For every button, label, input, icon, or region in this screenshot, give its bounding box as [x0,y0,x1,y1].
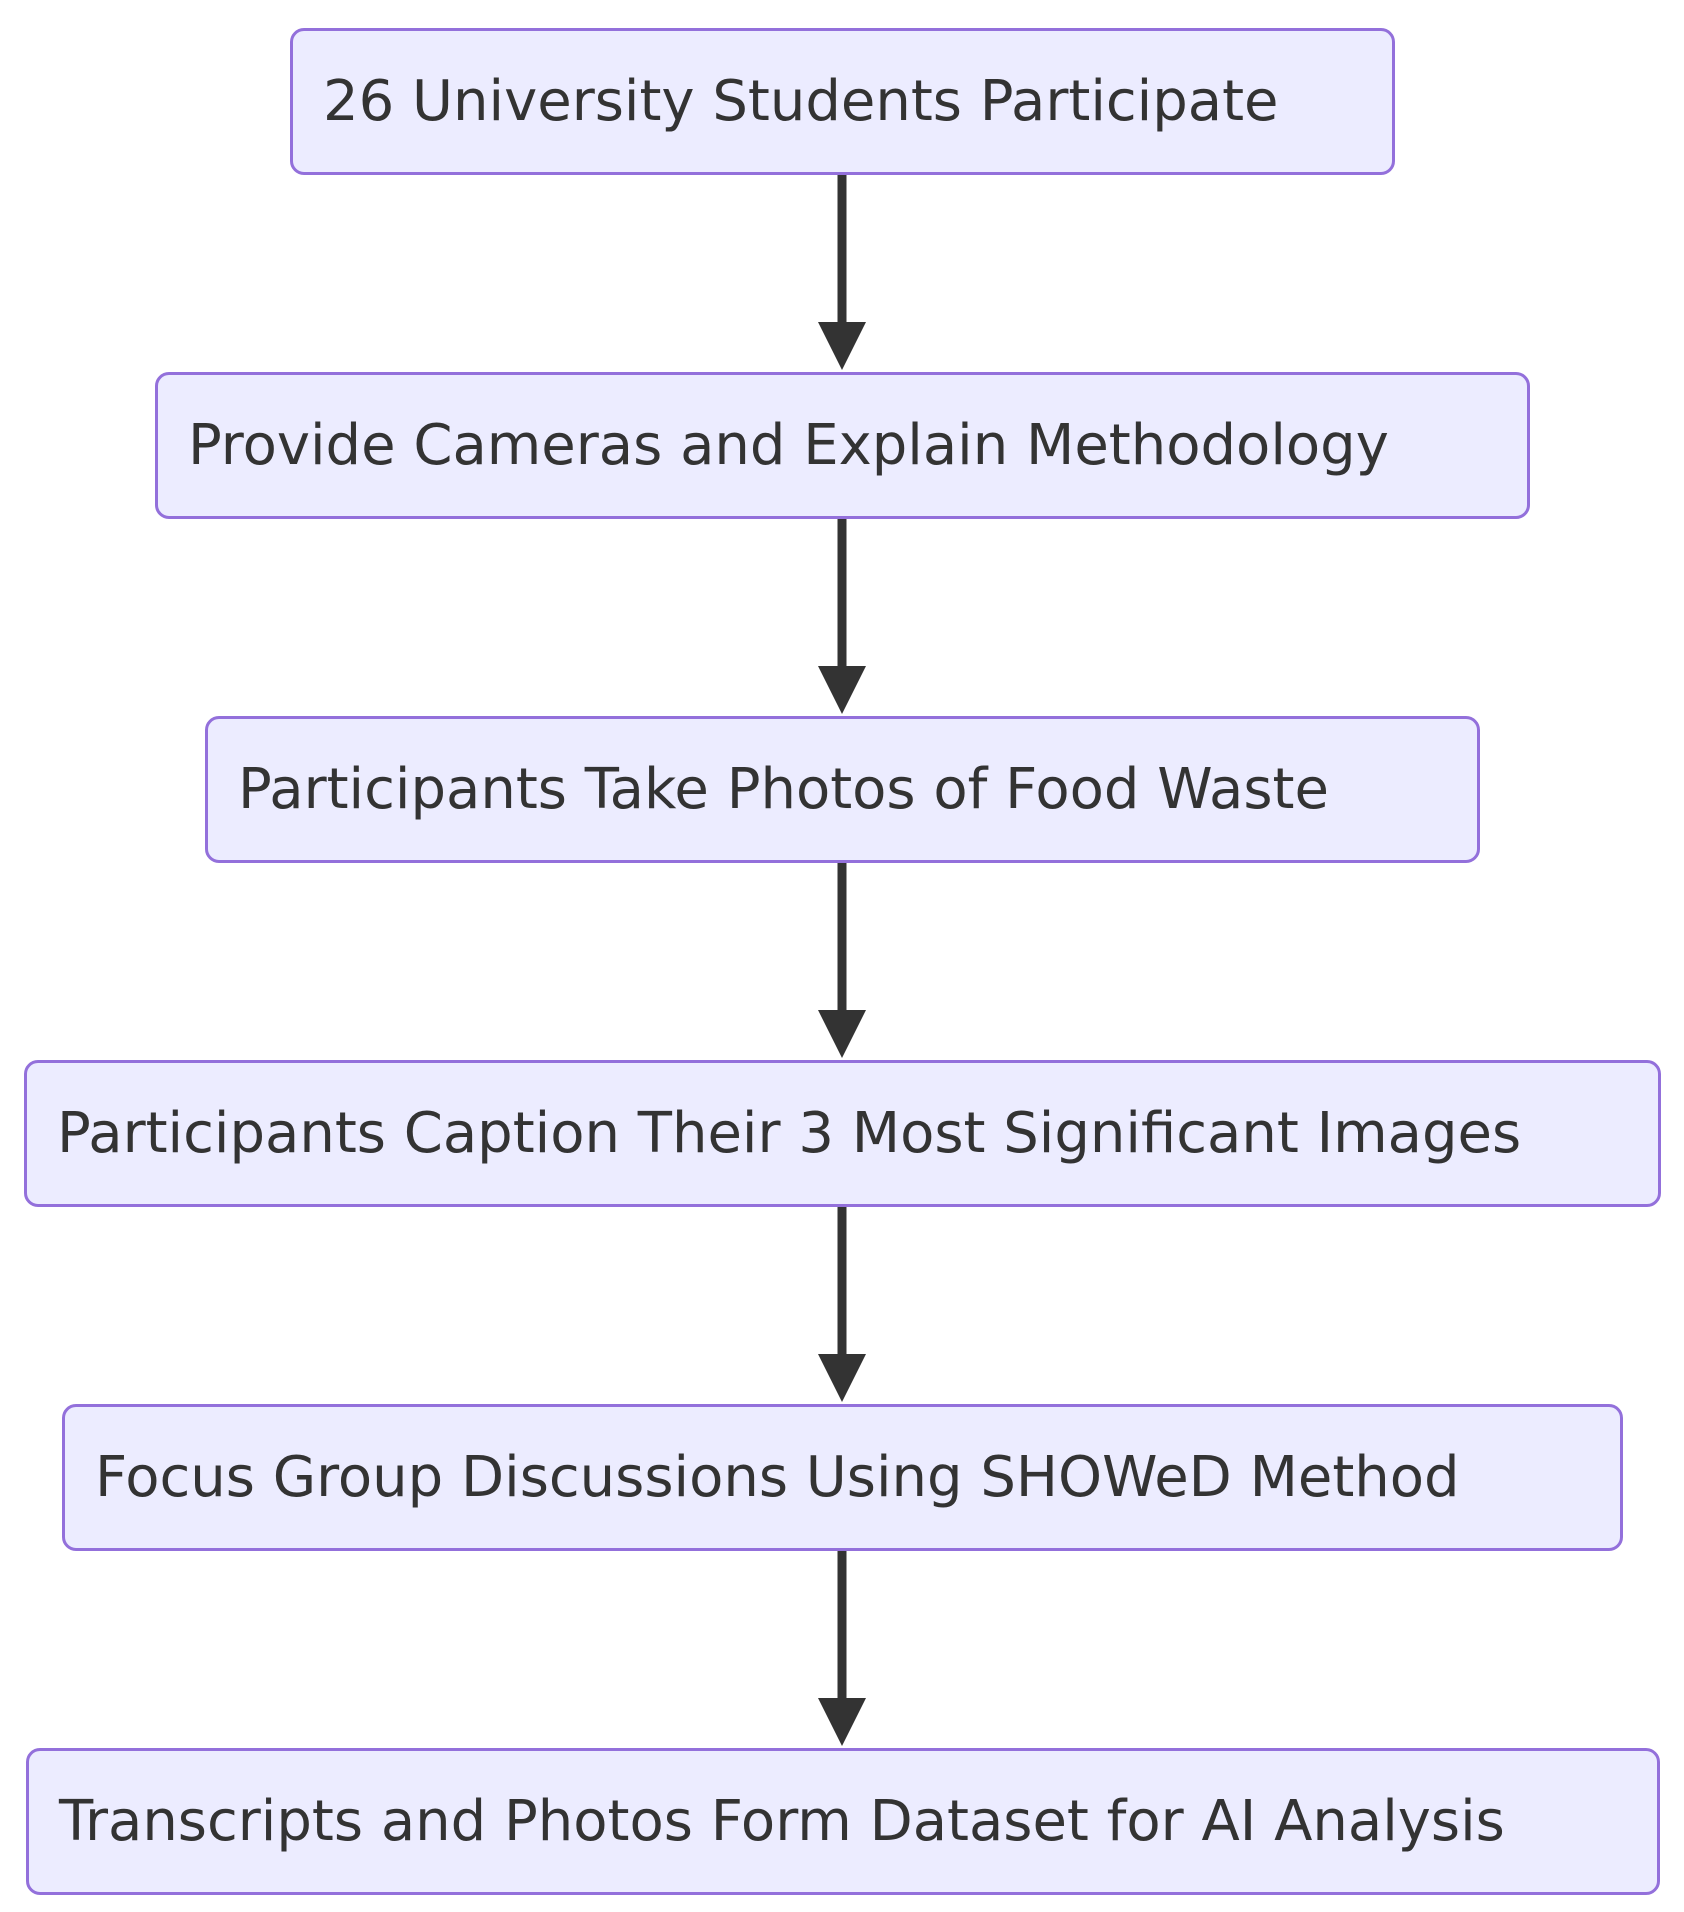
node-students-participate: 26 University Students Participate [290,28,1395,175]
arrowhead-icon [818,666,866,714]
edge-3-4 [818,863,866,1058]
edge-4-5 [818,1207,866,1402]
arrowhead-icon [818,1698,866,1746]
edge-1-2 [818,175,866,370]
arrowhead-icon [818,1354,866,1402]
edge-2-3 [818,519,866,714]
edge-5-6 [818,1551,866,1746]
node-provide-cameras: Provide Cameras and Explain Methodology [155,372,1530,519]
arrowhead-icon [818,1010,866,1058]
node-take-photos: Participants Take Photos of Food Waste [205,716,1480,863]
node-label: 26 University Students Participate [323,68,1279,134]
node-dataset-ai-analysis: Transcripts and Photos Form Dataset for … [26,1748,1660,1895]
node-label: Participants Caption Their 3 Most Signif… [57,1100,1522,1166]
arrowhead-icon [818,322,866,370]
node-label: Transcripts and Photos Form Dataset for … [59,1788,1505,1854]
node-label: Focus Group Discussions Using SHOWeD Met… [95,1444,1460,1510]
node-caption-images: Participants Caption Their 3 Most Signif… [24,1060,1661,1207]
node-label: Provide Cameras and Explain Methodology [188,412,1389,478]
node-focus-group: Focus Group Discussions Using SHOWeD Met… [62,1404,1623,1551]
node-label: Participants Take Photos of Food Waste [238,756,1329,822]
